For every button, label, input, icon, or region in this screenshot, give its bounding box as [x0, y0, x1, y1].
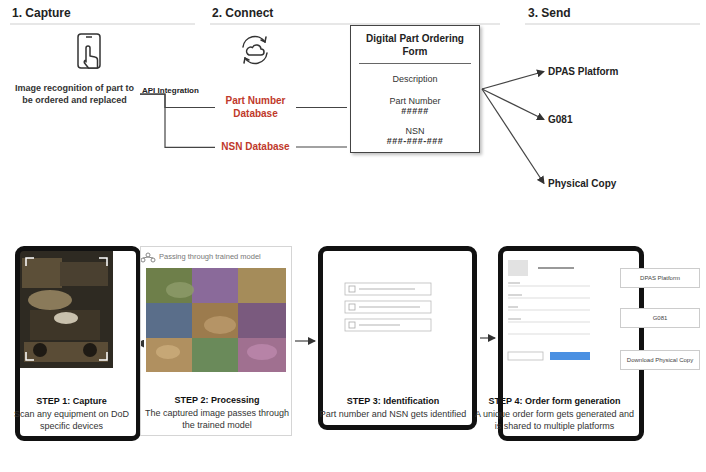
destination-label: G081	[548, 114, 668, 125]
node-text: G081	[653, 315, 668, 321]
node-text: NSN Database	[218, 141, 293, 154]
step-heading: STEP 4: Order form generation	[475, 396, 635, 406]
step-caption: STEP 2: ProcessingThe captured image pas…	[142, 395, 292, 431]
step-caption: STEP 1: CaptureScan any equipment on DoD…	[12, 396, 132, 432]
connector-arrow	[482, 89, 544, 184]
order-form-box: Digital Part Ordering FormDescriptionPar…	[350, 25, 480, 153]
platform-button: G081	[620, 308, 700, 328]
node-text: #####	[359, 106, 471, 116]
order-form-screen	[503, 251, 596, 368]
processing-panel: Passing through trained modelSTEP 2: Pro…	[140, 246, 292, 436]
step-description: Scan any equipment on DoD specific devic…	[12, 409, 132, 432]
step-heading: STEP 1: Capture	[12, 396, 132, 406]
step-description: Part number and NSN gets identified	[318, 409, 468, 421]
process-text: Image recognition of part to be ordered …	[12, 82, 137, 106]
connector-line	[140, 94, 215, 107]
section-header: 3. Send	[528, 6, 571, 20]
node-text: Image recognition of part to be ordered …	[12, 82, 137, 106]
node-text: Part Number Database	[218, 95, 293, 120]
node-text: Description	[359, 74, 471, 84]
node-text: DPAS Platform	[640, 275, 680, 281]
step-description: A unique order form gets generated and i…	[475, 409, 635, 432]
model-processing-mosaic	[141, 253, 286, 372]
node-text: DPAS Platform	[548, 66, 668, 77]
header-rule	[10, 24, 195, 25]
step-heading: STEP 2: Processing	[142, 395, 292, 405]
node-text: Physical Copy	[548, 178, 668, 189]
scanned-equipment-photo	[20, 251, 113, 368]
connector-arrow	[482, 72, 544, 90]
node-text: ###-###-###	[359, 136, 471, 146]
node-text: G081	[548, 114, 668, 125]
connector-arrow	[480, 337, 495, 338]
connector-line	[296, 107, 347, 108]
connector-line	[140, 94, 215, 147]
tablet-frame: STEP 3: IdentificationPart number and NS…	[318, 246, 477, 430]
node-text: Part Number	[359, 96, 471, 106]
destination-label: Physical Copy	[548, 178, 668, 189]
cloud-sync-icon	[243, 36, 267, 63]
integration-label: API Integration	[142, 86, 199, 95]
header-rule	[525, 24, 700, 25]
identification-screen	[323, 251, 453, 368]
platform-button: Download Physical Copy	[620, 350, 700, 370]
connector-line	[296, 146, 347, 147]
node-text: Download Physical Copy	[627, 357, 693, 363]
node-text: Digital Part Ordering Form	[359, 32, 471, 64]
database-label: Part Number Database	[218, 95, 293, 120]
platform-button: DPAS Platform	[620, 268, 700, 288]
step-heading: STEP 3: Identification	[318, 396, 468, 406]
step-caption: STEP 3: IdentificationPart number and NS…	[318, 396, 468, 421]
step-description: The captured image passes through the tr…	[142, 408, 292, 431]
section-header: 2. Connect	[212, 6, 273, 20]
connector-arrow	[295, 340, 315, 341]
database-label: NSN Database	[218, 141, 293, 154]
node-text: NSN	[359, 126, 471, 136]
tablet-frame: STEP 1: CaptureScan any equipment on DoD…	[15, 246, 141, 441]
node-text: Passing through trained model	[141, 247, 291, 261]
step-caption: STEP 4: Order form generation A unique or…	[475, 396, 635, 432]
phone-scan-icon	[78, 34, 100, 68]
destination-label: DPAS Platform	[548, 66, 668, 77]
section-header: 1. Capture	[12, 6, 71, 20]
